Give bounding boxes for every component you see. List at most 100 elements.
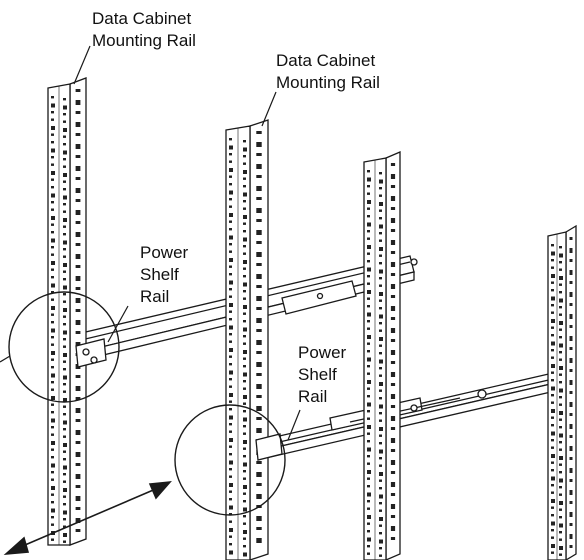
side-hole [390,185,396,188]
mounting-hole [51,306,55,310]
mounting-hole [229,430,232,433]
side-hole [256,142,262,147]
mounting-hole [559,501,563,505]
mounting-hole [559,358,562,361]
mounting-hole [551,326,554,329]
mounting-hole [367,275,370,278]
mounting-hole [551,499,555,503]
side-hole [256,538,262,543]
mounting-hole [551,304,554,307]
mounting-hole [379,194,382,197]
side-hole [390,328,396,333]
label-shelf-rail-right-line1: Power [298,343,347,362]
mounting-hole [367,267,371,272]
mounting-hole [367,252,370,255]
mounting-hole [229,400,232,403]
mounting-hole [367,485,370,488]
mounting-hole [379,359,383,364]
mounting-hole [63,233,66,236]
mounting-hole [51,223,54,226]
side-hole [569,248,573,253]
mounting-hole [243,537,246,540]
mounting-hole [551,424,554,427]
mounting-hole [367,500,370,503]
side-hole [256,472,262,477]
mounting-hole [243,147,247,152]
side-hole [569,358,573,363]
mounting-hole [243,177,246,180]
mounting-hole [63,368,66,371]
mounting-hole [243,170,247,174]
detail-callout-circles [8,291,286,516]
mounting-hole [243,462,247,467]
side-hole [390,350,396,355]
mounting-hole [51,118,54,121]
mounting-hole [559,268,562,271]
label-shelf-rail-right: Power Shelf Rail [298,343,351,406]
side-hole [390,361,396,364]
cabinet-post-front-left [47,77,87,546]
mounting-hole [63,308,67,312]
mounting-hole [229,378,232,381]
mounting-hole [63,128,67,132]
side-hole [569,534,573,539]
mounting-hole [551,371,554,374]
mounting-hole [551,514,554,517]
side-hole [569,369,573,372]
mounting-hole [243,395,247,399]
mounting-hole [51,193,55,198]
mounting-hole [379,217,382,220]
mounting-hole [243,252,246,255]
side-hole [390,383,396,386]
mounting-hole [379,524,382,527]
mounting-hole [63,510,67,515]
mounting-hole [229,318,232,321]
mounting-hole [367,342,370,345]
side-hole [75,452,81,457]
side-hole [569,380,573,385]
side-hole [75,199,81,202]
mounting-hole [229,243,232,246]
mounting-hole [379,404,383,409]
mounting-hole [243,357,246,360]
mounting-hole [243,282,247,287]
mounting-hole [559,531,562,534]
mounting-hole [63,218,67,222]
side-hole [256,175,262,178]
cabinet-post-rear-middle [363,151,401,560]
mounting-hole [63,458,66,461]
mounting-hole [367,432,370,435]
mounting-hole [367,327,370,330]
mounting-hole [63,270,66,273]
mounting-hole [229,355,232,358]
mounting-hole [379,382,383,386]
side-hole [75,309,81,312]
mounting-hole [367,395,370,398]
side-hole [390,394,396,399]
mounting-hole [51,313,54,316]
mounting-hole [367,320,370,323]
side-hole [256,186,262,191]
mounting-hole [379,412,382,415]
side-hole [75,408,81,413]
side-hole [75,518,81,523]
mounting-hole [229,550,233,555]
mounting-hole [367,245,371,249]
mounting-hole [51,103,55,108]
mounting-hole [63,345,66,348]
side-hole [569,424,573,429]
mounting-hole [551,529,554,532]
mounting-hole [51,261,55,265]
side-hole [256,208,262,213]
mounting-hole [559,336,562,339]
side-hole [256,461,262,464]
mounting-hole [379,202,383,206]
mounting-hole [243,387,246,390]
side-hole [390,284,396,289]
side-hole [569,325,573,328]
mounting-hole [379,389,382,392]
mounting-hole [51,268,54,271]
mounting-hole [367,545,370,548]
label-shelf-rail-right-line2: Shelf [298,365,337,384]
mounting-hole [63,420,67,425]
